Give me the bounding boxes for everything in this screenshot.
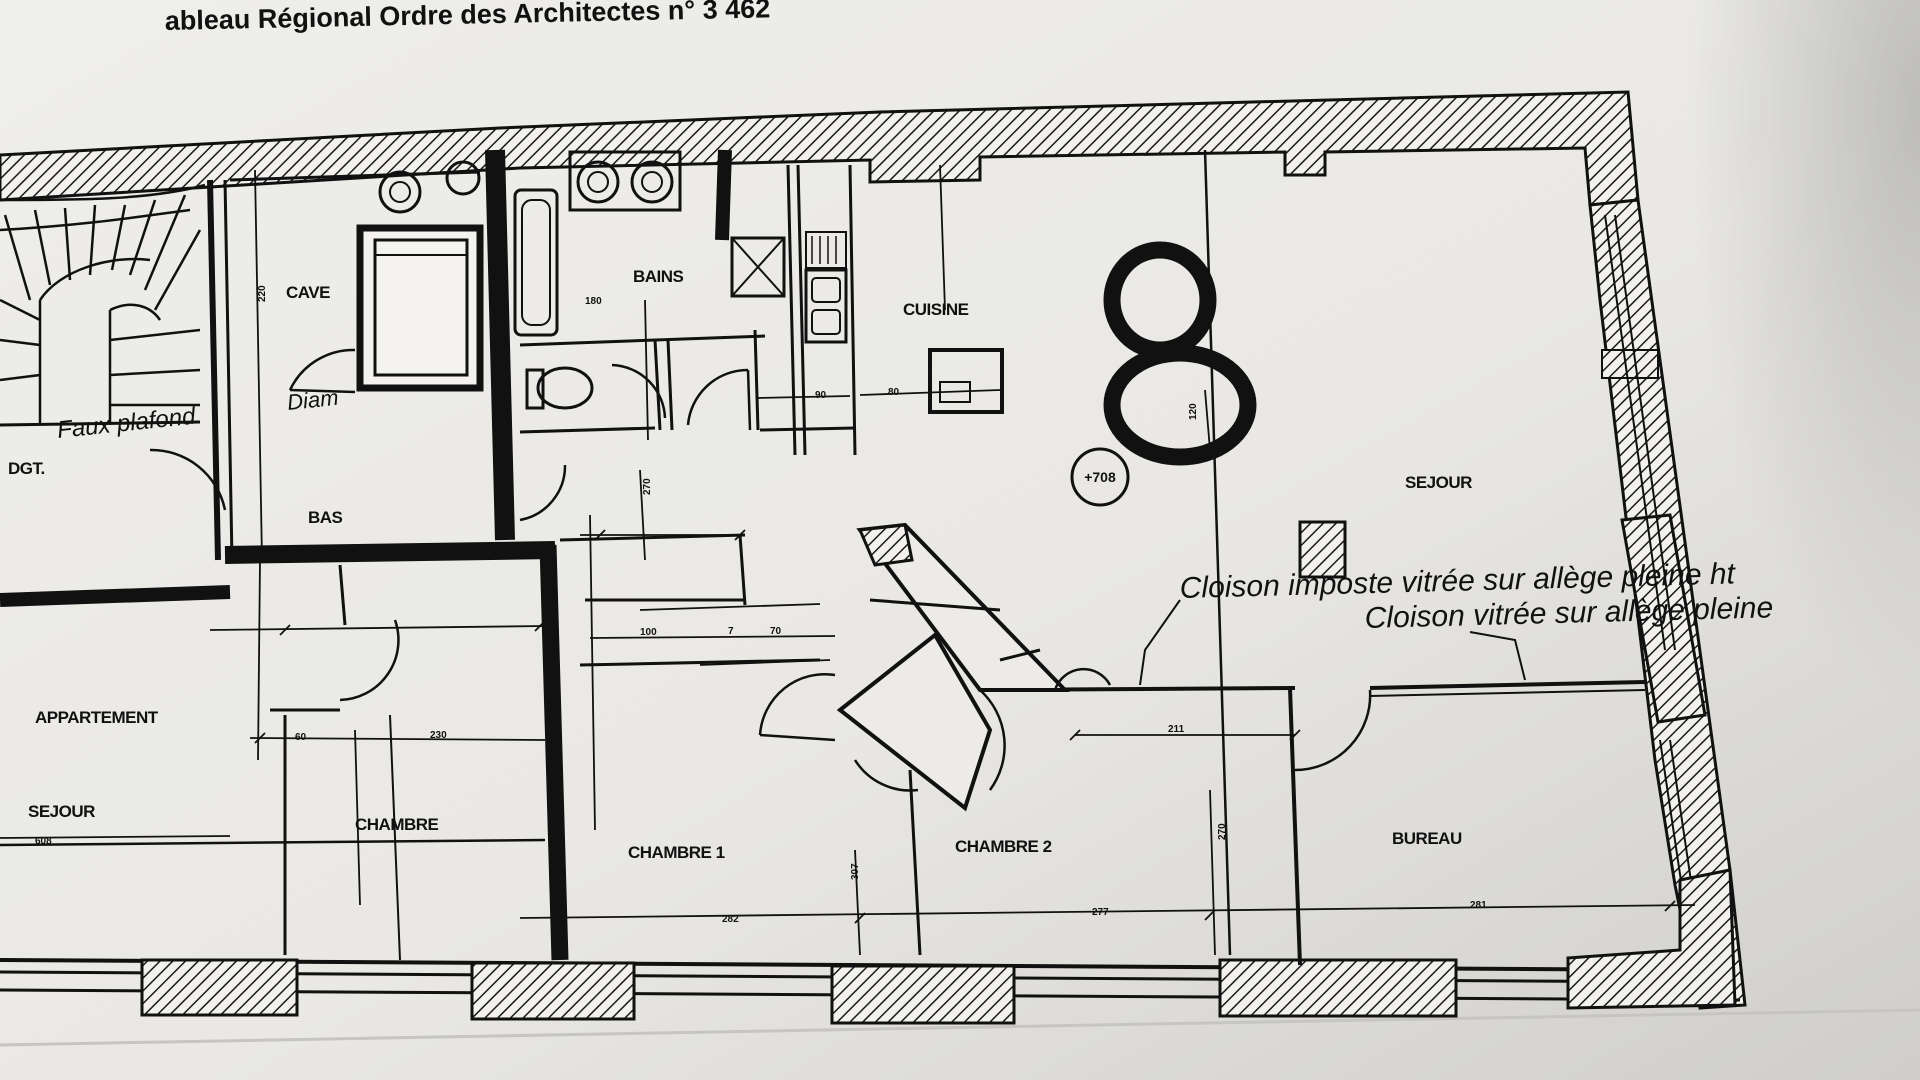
- interior-walls: [0, 149, 1646, 966]
- kitchen-unit: [928, 348, 1004, 414]
- unit-number-figure-8: [1103, 241, 1257, 466]
- room-label-chambre-2: CHAMBRE 2: [955, 837, 1052, 856]
- dim-307: 307: [850, 863, 861, 880]
- dim-70: 70: [770, 626, 782, 637]
- dim-120: 120: [1188, 403, 1199, 420]
- level-mark: +708: [1084, 469, 1116, 485]
- boiler-fixture: [378, 170, 422, 214]
- south-pier-1: [140, 958, 299, 1017]
- east-pier: [1620, 513, 1707, 724]
- toilet: [536, 366, 594, 410]
- south-pier-4: [1218, 958, 1458, 1018]
- room-label-cuisine: CUISINE: [903, 300, 969, 319]
- room-label-appartement: APPARTEMENT: [35, 708, 159, 727]
- shaft-box: [356, 224, 484, 392]
- door-swings: [149, 348, 1372, 792]
- dim-180: 180: [585, 296, 602, 307]
- dim-220: 220: [257, 285, 268, 302]
- paper-fold-line: [0, 1008, 1920, 1047]
- dim-7: 7: [728, 626, 734, 637]
- room-label-dgt: DGT.: [8, 459, 45, 478]
- bathtub: [513, 188, 559, 337]
- south-pier-2: [470, 961, 636, 1021]
- dim-90: 90: [815, 390, 827, 401]
- note-leaders: [1139, 599, 1526, 686]
- unit-number: 8: [0, 0, 1, 1]
- note-diam: Diam: [286, 385, 340, 415]
- room-label-chambre-1: CHAMBRE 1: [628, 843, 725, 862]
- dim-100: 100: [640, 627, 657, 638]
- dim-230: 230: [430, 730, 447, 741]
- fixtures: [356, 150, 1347, 579]
- room-label-bains: BAINS: [633, 267, 684, 286]
- shower-box: [730, 236, 786, 298]
- kitchen-sink: [804, 268, 848, 344]
- dimension-lines: [0, 164, 1696, 956]
- room-label-bas: BAS: [308, 508, 343, 527]
- dim-281: 281: [1470, 900, 1487, 911]
- south-pier-3: [830, 964, 1016, 1025]
- dim-270: 270: [1217, 823, 1228, 840]
- outer-walls: [0, 90, 1747, 1025]
- kitchen-drainer: [805, 231, 847, 269]
- room-label-sejour-neighbor: SEJOUR: [28, 802, 95, 821]
- north-wall: [0, 90, 1640, 207]
- dim-282: 282: [722, 914, 739, 925]
- structural-column: [1298, 520, 1347, 579]
- staircase: [0, 183, 206, 427]
- dim-60: 60: [295, 732, 307, 743]
- room-label-chambre-neighbor: CHAMBRE: [355, 815, 439, 834]
- room-label-bureau: BUREAU: [1392, 829, 1462, 848]
- room-label-sejour: SEJOUR: [1405, 473, 1472, 492]
- double-sink: [568, 150, 682, 212]
- dim-277: 277: [1092, 907, 1109, 918]
- dim-211: 211: [1168, 724, 1185, 735]
- dim-608: 608: [35, 836, 52, 847]
- dim-80: 80: [888, 387, 900, 398]
- dim-270b: 270: [642, 478, 653, 495]
- room-label-cave: CAVE: [286, 283, 330, 302]
- level-mark-circle: [1070, 447, 1130, 507]
